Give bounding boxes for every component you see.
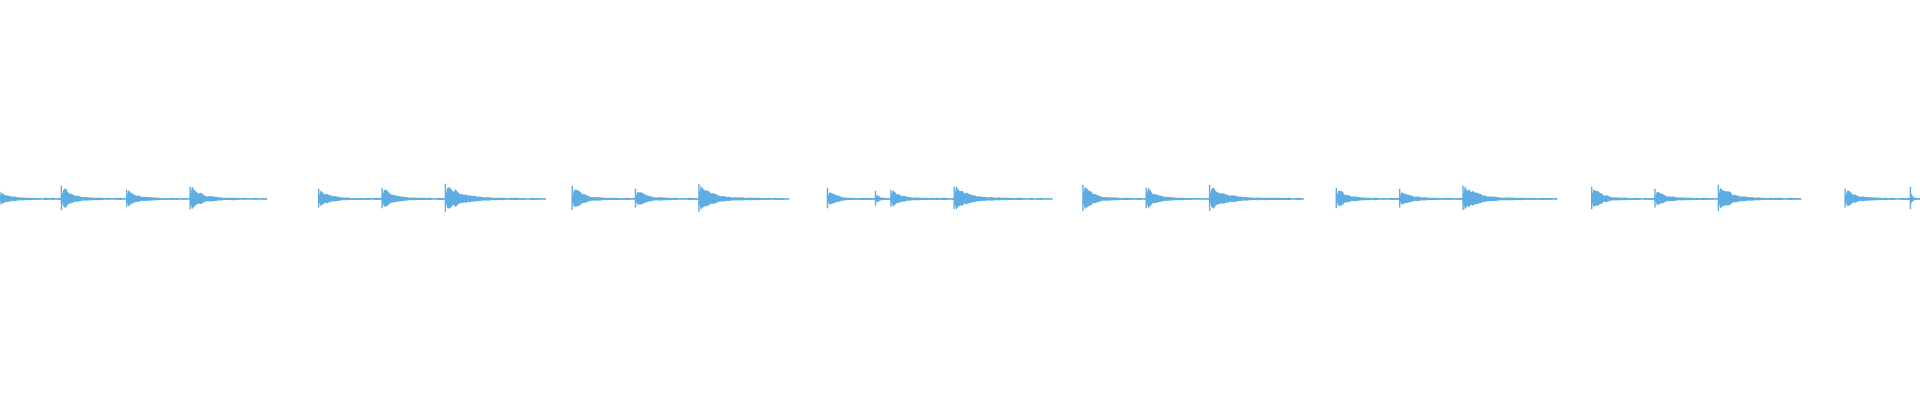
waveform-transient <box>318 190 383 207</box>
waveform-transient <box>1209 187 1304 209</box>
waveform-transient <box>571 189 636 207</box>
waveform-tail-dot <box>779 198 781 200</box>
waveform-transient <box>1718 187 1802 209</box>
waveform-track <box>0 183 1920 212</box>
waveform-transient <box>1591 189 1656 207</box>
waveform-transient <box>890 190 955 207</box>
waveform-transient <box>1910 193 1920 204</box>
waveform-transient <box>1145 187 1210 209</box>
waveform-transient <box>381 189 446 207</box>
waveform-transient <box>1335 190 1400 206</box>
waveform-transient <box>827 192 876 205</box>
waveform-transient <box>1844 190 1911 206</box>
waveform-tail-dot <box>1543 198 1546 200</box>
waveform-transient <box>445 187 546 209</box>
waveform-tail-dot <box>1036 198 1039 200</box>
waveform-transient <box>1082 186 1147 209</box>
waveform-transient <box>189 186 268 210</box>
waveform-transient <box>635 192 700 205</box>
waveform-transient <box>126 189 191 207</box>
waveform-transient <box>61 187 127 209</box>
waveform-transient <box>953 185 1053 210</box>
waveform-transient <box>698 185 790 210</box>
waveform-transient <box>0 192 62 205</box>
waveform-transient <box>1399 191 1464 205</box>
waveform-tail-dot <box>1287 198 1290 200</box>
waveform-transient <box>875 194 892 203</box>
waveform-transient <box>1654 191 1719 206</box>
waveform-transient <box>1462 185 1558 210</box>
waveform-tail-dot <box>533 198 536 200</box>
